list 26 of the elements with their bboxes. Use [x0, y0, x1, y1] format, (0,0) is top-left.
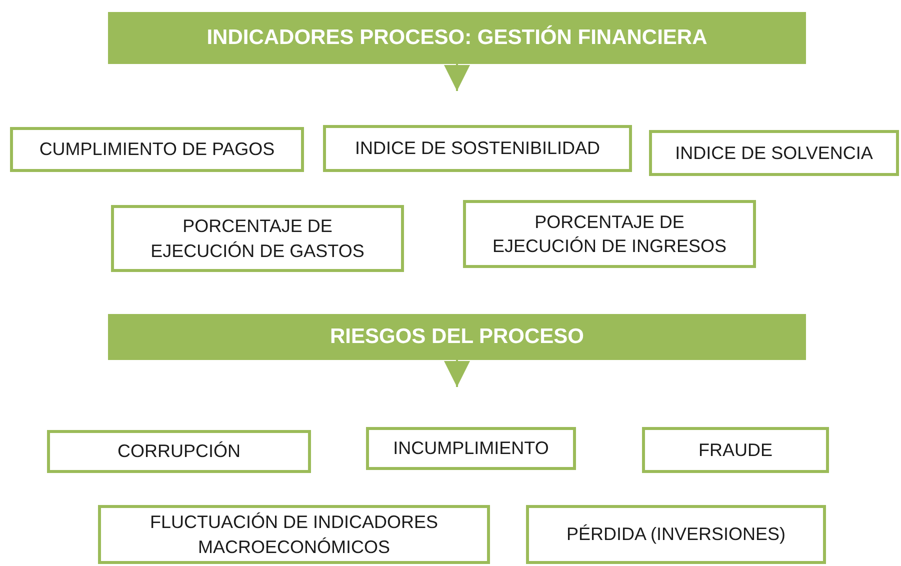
indicator-box: [526, 505, 826, 564]
box-label: INDICE DE SOLVENCIA: [674, 142, 874, 165]
indicator-box: [10, 127, 304, 172]
indicator-box: [98, 505, 490, 564]
indicator-box: [642, 427, 829, 473]
box-label: PORCENTAJE DE EJECUCIÓN DE GASTOS: [150, 215, 366, 262]
down-arrow: [444, 360, 470, 387]
box-label: PÉRDIDA (INVERSIONES): [565, 523, 787, 546]
box-label: CORRUPCIÓN: [116, 440, 242, 464]
box-label: FRAUDE: [697, 438, 774, 462]
indicator-box: [111, 205, 404, 272]
header-text: INDICADORES PROCESO: GESTIÓN FINANCIERA: [206, 26, 708, 50]
box-label: FLUCTUACIÓN DE INDICADORES MACROECONÓMICOS: [148, 511, 440, 558]
indicator-box: [47, 430, 311, 473]
down-arrow: [444, 64, 470, 91]
box-label: PORCENTAJE DE EJECUCIÓN DE INGRESOS: [491, 210, 728, 258]
indicator-box: [649, 130, 899, 176]
indicator-box: [366, 427, 576, 470]
header-band: [108, 314, 806, 360]
box-label: INCUMPLIMIENTO: [392, 437, 550, 460]
header-text: RIESGOS DEL PROCESO: [329, 325, 585, 349]
box-label: CUMPLIMIENTO DE PAGOS: [38, 138, 276, 162]
header-band: [108, 12, 806, 64]
box-label: INDICE DE SOSTENIBILIDAD: [354, 137, 602, 160]
indicator-box: [323, 125, 632, 172]
indicator-box: [463, 200, 756, 268]
